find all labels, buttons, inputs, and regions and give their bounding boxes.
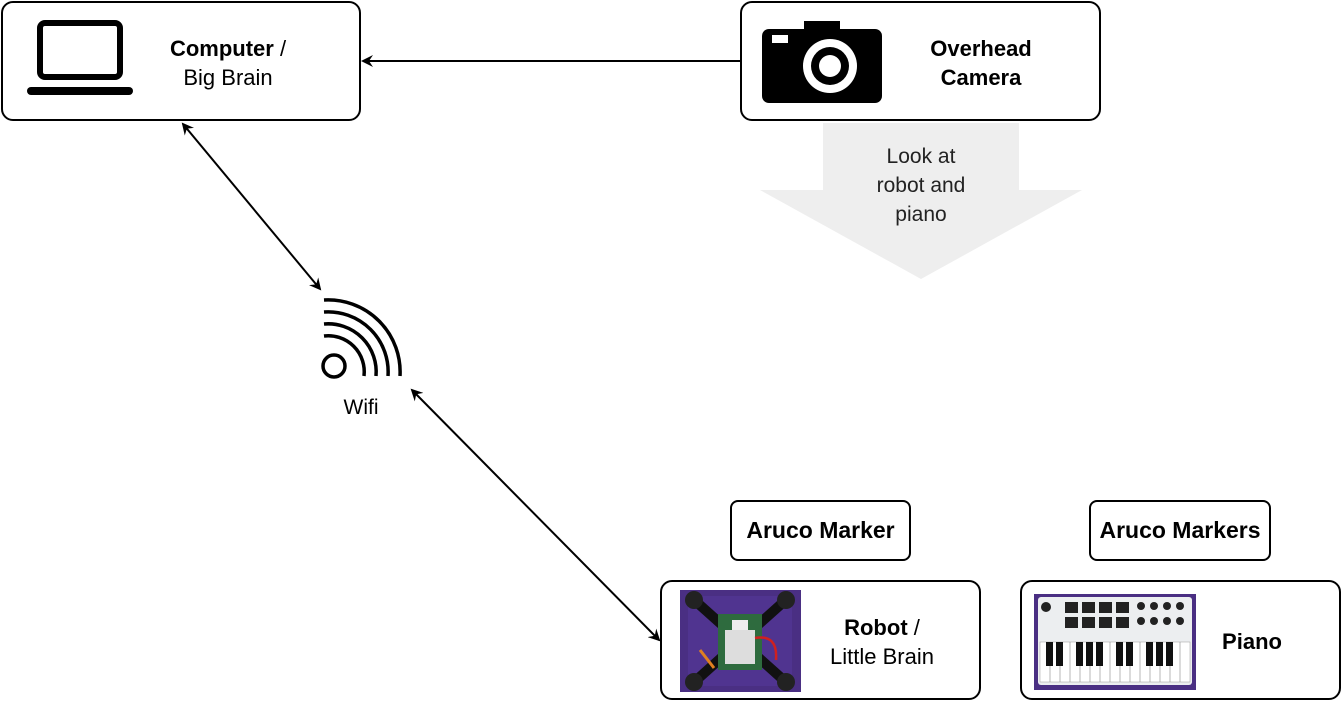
piano-label: Piano	[1202, 627, 1302, 656]
robot-label: Robot / Little Brain	[807, 613, 957, 671]
robot-subtitle: Little Brain	[830, 644, 934, 669]
piano-title: Piano	[1222, 629, 1282, 654]
look-arrow-line1: Look at	[886, 145, 956, 168]
robot-title: Robot	[844, 615, 908, 640]
laptop-icon	[27, 20, 133, 95]
piano-photo	[1034, 594, 1196, 690]
camera-title-line1: Overhead	[930, 36, 1032, 61]
robot-photo	[680, 590, 801, 692]
computer-title: Computer	[169, 36, 274, 61]
camera-node: Overhead Camera	[740, 1, 1101, 121]
robot-aruco-marker-tag: Aruco Marker	[730, 500, 911, 561]
camera-label: Overhead Camera	[902, 34, 1060, 92]
look-arrow-line2: robot and	[876, 174, 966, 197]
computer-node: Computer / Big Brain	[1, 1, 361, 121]
wifi-robot-edge	[410, 388, 661, 642]
piano-aruco-markers-tag: Aruco Markers	[1089, 500, 1271, 561]
look-arrow-line3: piano	[895, 203, 947, 226]
robot-separator: /	[907, 615, 920, 640]
piano-node: Piano	[1020, 580, 1341, 700]
camera-icon	[762, 21, 882, 103]
computer-label: Computer / Big Brain	[153, 34, 303, 92]
robot-node: Robot / Little Brain	[660, 580, 981, 700]
look-arrow-label: Look at robot and piano	[840, 142, 1002, 229]
wifi-icon	[321, 298, 402, 379]
computer-wifi-edge	[181, 122, 322, 291]
look-arrow-shape	[760, 123, 1082, 279]
computer-subtitle: Big Brain	[183, 65, 273, 90]
wifi-label: Wifi	[343, 396, 379, 419]
camera-title-line2: Camera	[940, 65, 1022, 90]
computer-separator: /	[273, 36, 287, 61]
